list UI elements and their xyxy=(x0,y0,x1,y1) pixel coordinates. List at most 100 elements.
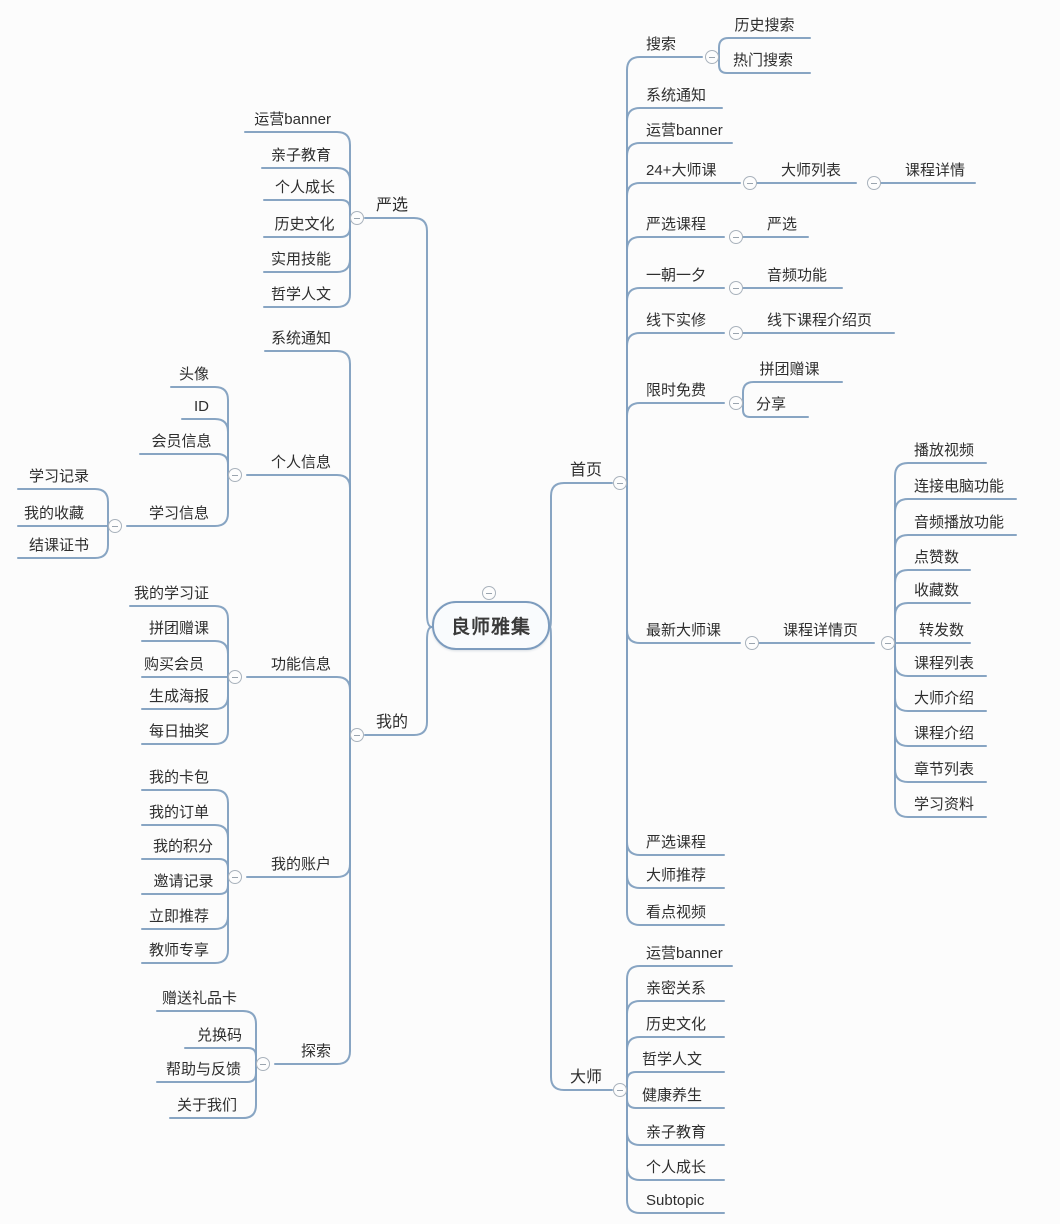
node-ss-skills[interactable]: 实用技能 xyxy=(270,251,331,268)
node-master-intimacy[interactable]: 亲密关系 xyxy=(646,980,707,997)
node-strict-select-page[interactable]: 严选 xyxy=(767,216,798,233)
home-strict-courses-collapse-button[interactable] xyxy=(729,230,743,244)
node-study-favorites[interactable]: 我的收藏 xyxy=(23,505,84,522)
node-explore-about-us[interactable]: 关于我们 xyxy=(176,1097,237,1114)
node-cd-play-video[interactable]: 播放视频 xyxy=(914,442,975,459)
root-collapse-button[interactable] xyxy=(482,586,496,600)
node-explore-gift-card[interactable]: 赠送礼品卡 xyxy=(161,990,237,1007)
node-account-cards[interactable]: 我的卡包 xyxy=(148,769,209,786)
node-search-history[interactable]: 历史搜索 xyxy=(734,17,795,34)
node-home-banner[interactable]: 运营banner xyxy=(646,122,723,139)
node-master-philosophy[interactable]: 哲学人文 xyxy=(642,1051,703,1068)
node-home-hot-videos[interactable]: 看点视频 xyxy=(646,904,707,921)
home-offline-collapse-button[interactable] xyxy=(729,326,743,340)
node-explore-redeem-code[interactable]: 兑换码 xyxy=(196,1027,242,1044)
node-home-branch[interactable]: 首页 xyxy=(570,462,603,479)
node-ss-banner[interactable]: 运营banner xyxy=(254,111,331,128)
node-profile-avatar[interactable]: 头像 xyxy=(178,366,209,383)
node-home-system-notice[interactable]: 系统通知 xyxy=(646,87,707,104)
node-mine-functions[interactable]: 功能信息 xyxy=(270,656,331,673)
node-strict-select-branch[interactable]: 严选 xyxy=(375,197,408,214)
node-home-master-courses[interactable]: 24+大师课 xyxy=(646,162,717,179)
node-offline-course-intro[interactable]: 线下课程介绍页 xyxy=(767,312,873,329)
node-fn-daily-lottery[interactable]: 每日抽奖 xyxy=(148,723,209,740)
node-ss-parenting[interactable]: 亲子教育 xyxy=(270,147,331,164)
node-account-points[interactable]: 我的积分 xyxy=(152,838,213,855)
node-cd-pc-connect[interactable]: 连接电脑功能 xyxy=(914,478,1005,495)
node-master-list[interactable]: 大师列表 xyxy=(781,162,842,179)
node-study-records[interactable]: 学习记录 xyxy=(28,468,89,485)
node-mine-branch[interactable]: 我的 xyxy=(375,714,408,731)
node-account-invites[interactable]: 邀请记录 xyxy=(153,873,214,890)
node-master-parenting[interactable]: 亲子教育 xyxy=(646,1124,707,1141)
node-home-strict-courses[interactable]: 严选课程 xyxy=(646,216,707,233)
mine-profile-collapse-button[interactable] xyxy=(228,468,242,482)
node-master-branch[interactable]: 大师 xyxy=(570,1069,603,1086)
node-explore-feedback[interactable]: 帮助与反馈 xyxy=(165,1061,241,1078)
node-fn-buy-membership[interactable]: 购买会员 xyxy=(143,656,204,673)
mine-account-collapse-button[interactable] xyxy=(228,870,242,884)
mine-branch-collapse-button[interactable] xyxy=(350,728,364,742)
node-home-search[interactable]: 搜索 xyxy=(646,36,677,53)
node-study-certificates[interactable]: 结课证书 xyxy=(28,537,89,554)
mine-functions-collapse-button[interactable] xyxy=(228,670,242,684)
node-mine-system-notice[interactable]: 系统通知 xyxy=(270,330,331,347)
node-course-detail-page[interactable]: 课程详情页 xyxy=(783,622,859,639)
node-mine-profile[interactable]: 个人信息 xyxy=(270,454,331,471)
home-newest-master-collapse-button[interactable] xyxy=(745,636,759,650)
node-fn-study-card[interactable]: 我的学习证 xyxy=(133,585,209,602)
node-account-orders[interactable]: 我的订单 xyxy=(148,804,209,821)
node-cd-share-count[interactable]: 转发数 xyxy=(919,622,965,639)
profile-study-info-collapse-button[interactable] xyxy=(108,519,122,533)
node-home-newest-master[interactable]: 最新大师课 xyxy=(646,622,722,639)
node-master-growth[interactable]: 个人成长 xyxy=(646,1159,707,1176)
node-mine-explore[interactable]: 探索 xyxy=(300,1043,331,1060)
node-master-history[interactable]: 历史文化 xyxy=(646,1016,707,1033)
node-profile-id[interactable]: ID xyxy=(194,398,209,415)
node-course-detail[interactable]: 课程详情 xyxy=(905,162,966,179)
node-master-banner[interactable]: 运营banner xyxy=(646,945,723,962)
node-account-teacher[interactable]: 教师专享 xyxy=(148,942,209,959)
strict-select-branch-collapse-button[interactable] xyxy=(350,211,364,225)
node-cd-audio-play[interactable]: 音频播放功能 xyxy=(914,514,1005,531)
node-cd-course-intro[interactable]: 课程介绍 xyxy=(914,725,975,742)
node-fn-group-gift[interactable]: 拼团赠课 xyxy=(148,620,209,637)
node-ss-history[interactable]: 历史文化 xyxy=(274,216,335,233)
mine-explore-collapse-button[interactable] xyxy=(256,1057,270,1071)
node-home-strict-courses-2[interactable]: 严选课程 xyxy=(646,834,707,851)
connector-line xyxy=(246,474,351,736)
node-home-daily[interactable]: 一朝一夕 xyxy=(646,267,707,284)
node-profile-study-info[interactable]: 学习信息 xyxy=(148,505,209,522)
connector-line xyxy=(549,626,613,1091)
home-branch-collapse-button[interactable] xyxy=(613,476,627,490)
node-free-share[interactable]: 分享 xyxy=(756,396,787,413)
node-home-limited-free[interactable]: 限时免费 xyxy=(646,382,707,399)
home-master-courses-collapse-button[interactable] xyxy=(743,176,757,190)
node-master-subtopic[interactable]: Subtopic xyxy=(646,1192,705,1209)
node-cd-materials[interactable]: 学习资料 xyxy=(914,796,975,813)
home-limited-free-collapse-button[interactable] xyxy=(729,396,743,410)
node-search-hot[interactable]: 热门搜索 xyxy=(733,52,794,69)
node-ss-growth[interactable]: 个人成长 xyxy=(274,179,335,196)
node-audio-feature[interactable]: 音频功能 xyxy=(767,267,828,284)
node-fn-make-poster[interactable]: 生成海报 xyxy=(148,688,209,705)
course-detail-page-collapse-button[interactable] xyxy=(881,636,895,650)
master-branch-collapse-button[interactable] xyxy=(613,1083,627,1097)
node-cd-master-intro[interactable]: 大师介绍 xyxy=(914,690,975,707)
node-account-recommend[interactable]: 立即推荐 xyxy=(148,908,209,925)
node-home-master-rec[interactable]: 大师推荐 xyxy=(646,867,707,884)
node-master-health[interactable]: 健康养生 xyxy=(642,1087,703,1104)
home-search-collapse-button[interactable] xyxy=(705,50,719,64)
node-home-offline[interactable]: 线下实修 xyxy=(646,312,707,329)
node-cd-course-list[interactable]: 课程列表 xyxy=(914,655,975,672)
node-cd-chapter-list[interactable]: 章节列表 xyxy=(914,761,975,778)
node-mine-account[interactable]: 我的账户 xyxy=(270,856,331,873)
home-daily-collapse-button[interactable] xyxy=(729,281,743,295)
root-node[interactable]: 良师雅集 xyxy=(432,601,550,650)
node-free-group-gift[interactable]: 拼团赠课 xyxy=(759,361,820,378)
node-profile-membership[interactable]: 会员信息 xyxy=(151,433,212,450)
node-ss-philosophy[interactable]: 哲学人文 xyxy=(270,286,331,303)
node-cd-favorite-count[interactable]: 收藏数 xyxy=(914,582,960,599)
master-list-collapse-button[interactable] xyxy=(867,176,881,190)
node-cd-like-count[interactable]: 点赞数 xyxy=(914,549,960,566)
